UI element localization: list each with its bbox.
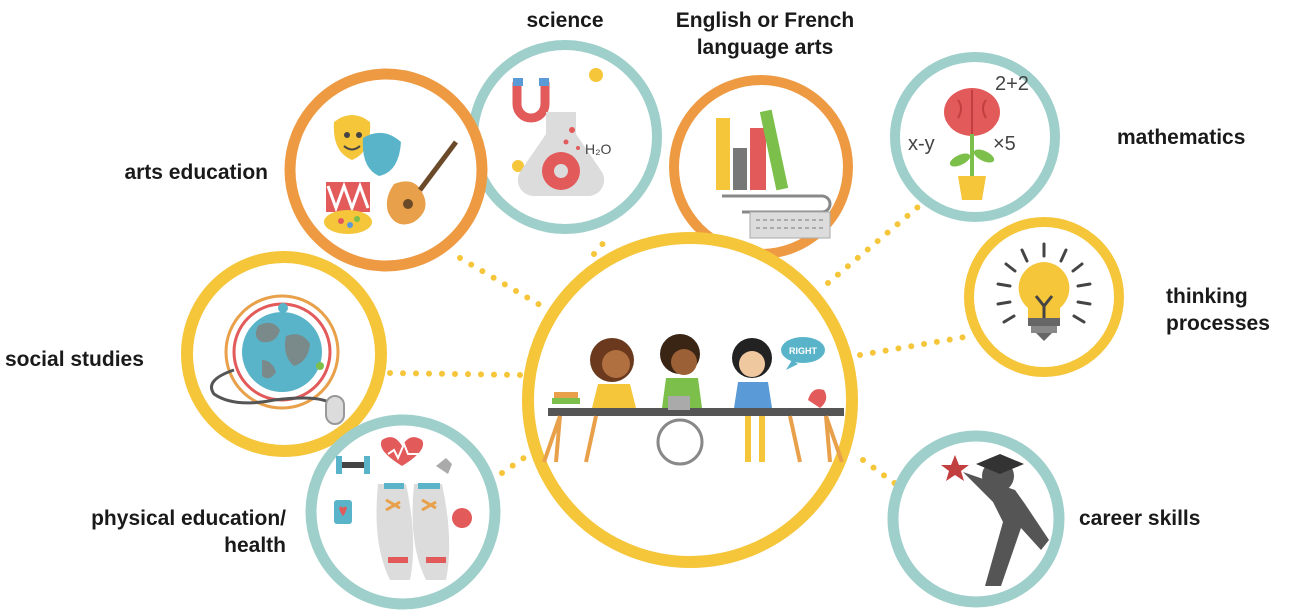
brain-plant-icon: 2+2 x-y ×5 bbox=[908, 73, 1029, 200]
label-physical-line2: health bbox=[224, 534, 286, 557]
label-mathematics-text: mathematics bbox=[1117, 126, 1246, 149]
formula-text: H₂O bbox=[585, 141, 612, 157]
label-language-line1: English or French bbox=[675, 9, 855, 32]
label-thinking-processes: thinking processes bbox=[1166, 283, 1294, 337]
label-mathematics: mathematics bbox=[1117, 124, 1287, 151]
label-language-arts: English or French language arts bbox=[655, 7, 875, 61]
language-arts-circle bbox=[669, 75, 853, 259]
label-career-text: career skills bbox=[1079, 507, 1201, 530]
center-circle: RIGHT bbox=[522, 232, 858, 568]
math-expr-1: 2+2 bbox=[995, 73, 1029, 95]
graduate-star-icon bbox=[941, 454, 1049, 586]
speech-bubble-text: RIGHT bbox=[789, 346, 818, 356]
label-science: science bbox=[505, 7, 625, 34]
social-studies-circle bbox=[181, 251, 387, 457]
label-thinking-line1: thinking bbox=[1166, 285, 1248, 308]
theatre-masks-guitar-icon bbox=[324, 115, 458, 234]
label-physical-line1: physical education/ bbox=[91, 507, 286, 530]
label-career-skills: career skills bbox=[1079, 505, 1259, 532]
label-social-text: social studies bbox=[5, 348, 144, 371]
label-thinking-line2: processes bbox=[1166, 312, 1270, 335]
label-language-line2: language arts bbox=[696, 36, 834, 59]
label-social-studies: social studies bbox=[5, 346, 175, 373]
mathematics-circle: 2+2 x-y ×5 bbox=[890, 52, 1060, 222]
connector-dots bbox=[387, 204, 968, 490]
label-arts-text: arts education bbox=[124, 161, 268, 184]
math-expr-3: ×5 bbox=[993, 133, 1016, 155]
label-physical-education: physical education/ health bbox=[30, 505, 286, 559]
label-arts-education: arts education bbox=[60, 159, 268, 186]
career-skills-circle bbox=[887, 430, 1065, 608]
label-science-text: science bbox=[526, 9, 604, 32]
books-keyboard-icon bbox=[716, 109, 832, 239]
thinking-processes-circle bbox=[964, 217, 1124, 377]
globe-mouse-icon bbox=[210, 294, 345, 425]
sneakers-health-icon bbox=[334, 437, 472, 580]
physical-education-circle bbox=[305, 414, 501, 610]
science-flask-icon: H₂O bbox=[512, 68, 612, 197]
arts-education-circle bbox=[284, 68, 488, 272]
lightbulb-icon bbox=[996, 242, 1092, 341]
math-expr-2: x-y bbox=[908, 133, 935, 155]
science-circle: H₂O bbox=[468, 40, 662, 234]
students-table-illustration: RIGHT bbox=[542, 334, 844, 466]
